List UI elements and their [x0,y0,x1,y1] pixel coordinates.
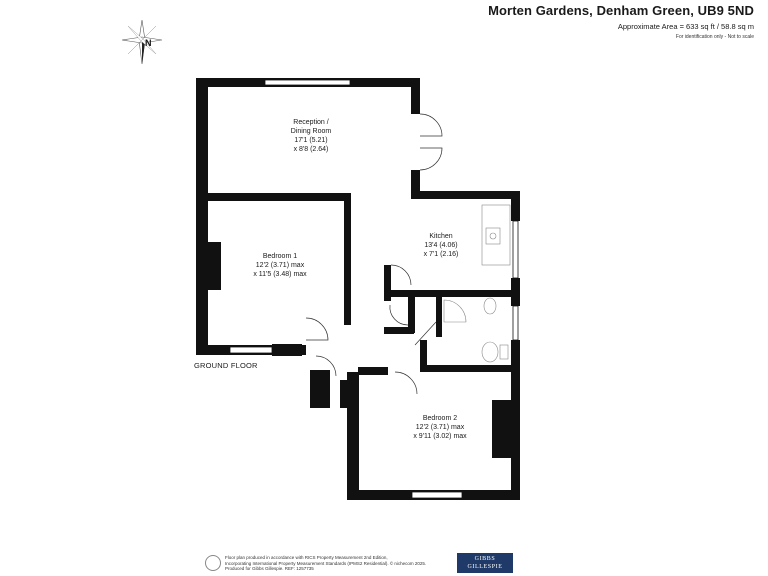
header: Morten Gardens, Denham Green, UB9 5ND Ap… [488,3,754,40]
agent-logo: GIBBS GILLESPIE [457,553,513,573]
floor-label: GROUND FLOOR [194,361,258,370]
room-kitchen: Kitchen 13'4 (4.06) x 7'1 (2.16) [423,233,459,258]
room-bedroom-2: Bedroom 2 12'2 (3.71) max x 9'11 (3.02) … [413,415,467,440]
identification-note: For identification only - Not to scale [675,34,754,40]
room-reception: Reception / Dining Room 17'1 (5.21) x 8'… [290,119,332,153]
svg-text:N: N [145,38,152,48]
footer-disclaimer: Floor plan produced in accordance with R… [225,555,427,572]
north-compass-icon: N [121,19,163,65]
room-bedroom-1: Bedroom 1 12'2 (3.71) max x 11'5 (3.48) … [253,253,307,278]
approximate-area: Approximate Area = 633 sq ft / 58.8 sq m [617,22,754,31]
property-title: Morten Gardens, Denham Green, UB9 5ND [488,3,754,18]
footer: Floor plan produced in accordance with R… [205,551,525,575]
nichecom-logo-icon [205,555,221,571]
